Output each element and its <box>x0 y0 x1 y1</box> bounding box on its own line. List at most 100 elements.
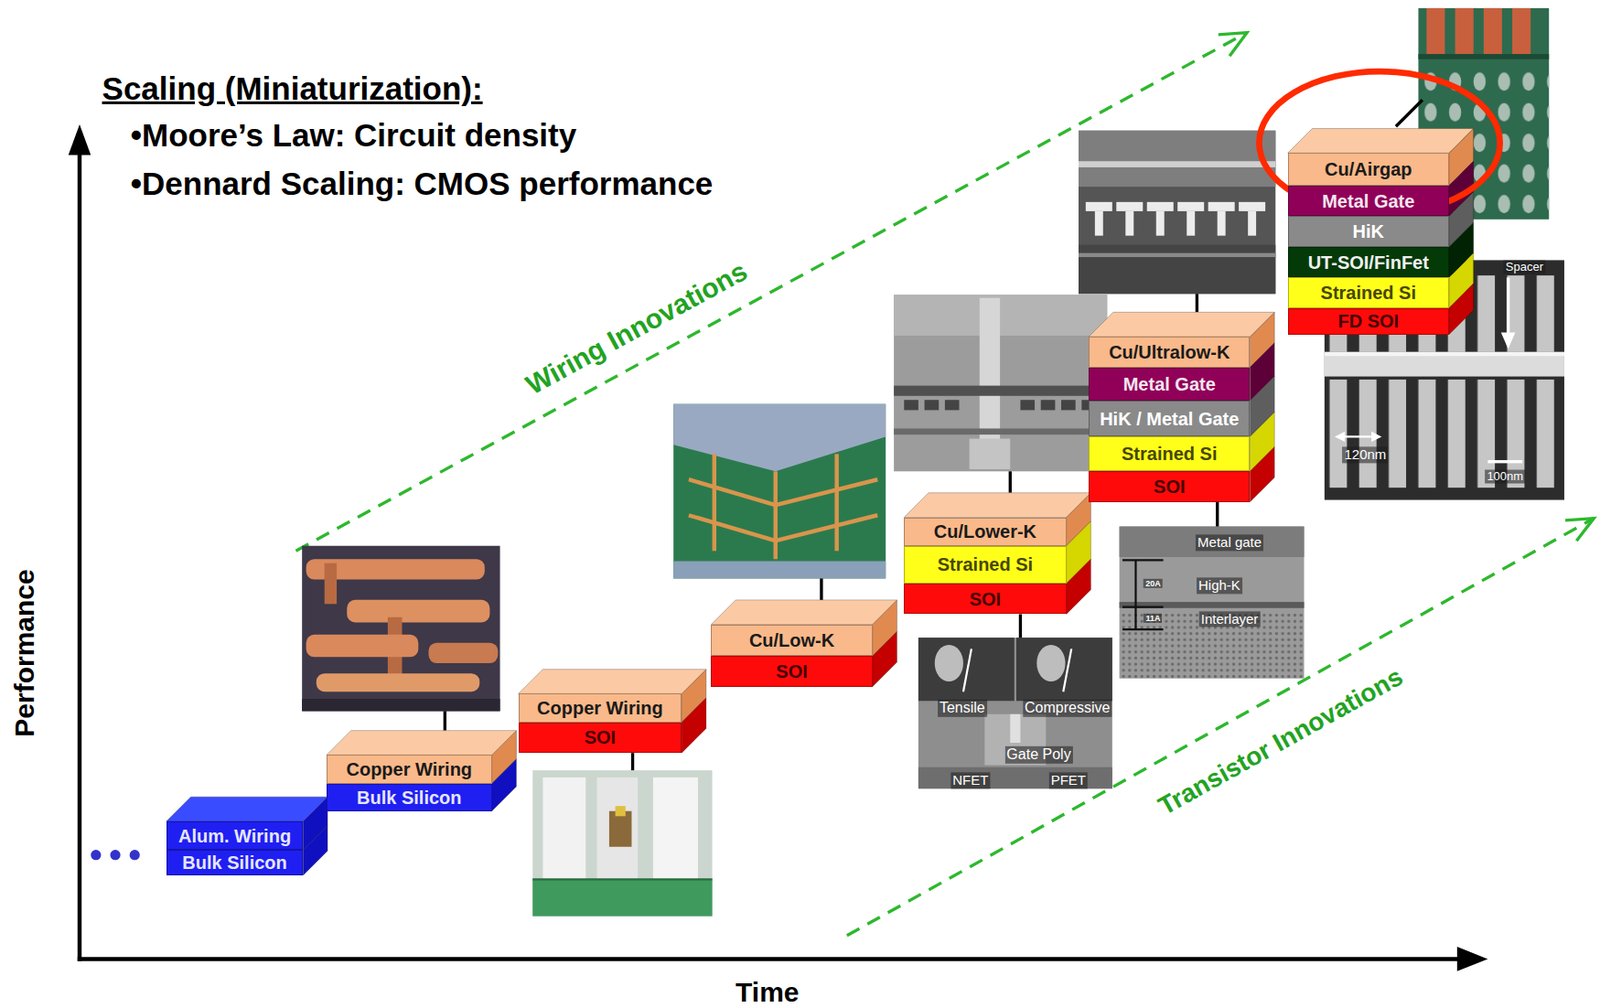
layer-label: Metal Gate <box>1321 191 1415 212</box>
top-face <box>326 730 516 756</box>
layer-box: Cu/Low-K <box>710 624 872 657</box>
strain-photo <box>1063 648 1072 692</box>
leader-line <box>819 578 823 600</box>
chip-cube-photo <box>673 404 886 473</box>
interconnect-photo <box>1085 202 1113 212</box>
layer-label: Copper Wiring <box>345 759 473 780</box>
trend-label: Transistor Innovations <box>1153 662 1408 822</box>
interconnect-photo <box>1147 202 1174 212</box>
leader-line <box>1395 99 1423 127</box>
ellipsis-dot <box>109 849 120 860</box>
layer-label: SOI <box>969 589 1001 610</box>
tem-photo <box>1122 559 1164 630</box>
tem-photo <box>1119 526 1305 679</box>
tem-photo <box>1134 559 1137 630</box>
chip-cube-photo <box>834 453 838 551</box>
diagram-title: Scaling (Miniaturization): <box>102 70 484 108</box>
top-face <box>518 669 707 695</box>
tem-photo <box>1122 606 1164 609</box>
trend-arrow <box>1565 518 1594 542</box>
photo-annotation: PFET <box>1049 773 1088 789</box>
leader-line <box>443 710 447 731</box>
interconnect-photo <box>1078 130 1276 294</box>
side-face <box>872 631 898 687</box>
wiring-photo <box>301 546 500 712</box>
chip-cube-photo <box>773 471 777 559</box>
top-face <box>166 796 328 822</box>
finfet-photo <box>1324 352 1565 356</box>
ellipsis-dot <box>129 849 140 860</box>
photo-annotation: High-K <box>1196 578 1243 594</box>
trend-arrow <box>1218 32 1247 57</box>
axis <box>1457 946 1488 972</box>
interconnect-photo <box>1078 253 1276 258</box>
finfet-photo <box>1506 277 1510 334</box>
layer-box: Metal Gate <box>1088 367 1250 402</box>
layer-box: SOI <box>710 655 872 687</box>
finfet-photo <box>1501 332 1516 350</box>
interconnect-photo <box>1078 245 1276 295</box>
chip-cube-photo <box>688 515 878 541</box>
transistor-photo <box>532 770 712 917</box>
leader-line <box>631 752 634 771</box>
interconnect-photo <box>1186 211 1195 237</box>
transistor-photo <box>542 777 586 881</box>
finfet-photo <box>1371 431 1382 442</box>
axis <box>77 956 1465 961</box>
layer-box: Copper Wiring <box>326 754 493 784</box>
sem-photo <box>893 428 1107 435</box>
wiring-photo <box>301 698 500 711</box>
tem-photo <box>1119 526 1305 558</box>
layer-label: Alum. Wiring <box>178 826 291 847</box>
axis <box>68 124 92 155</box>
strain-photo <box>934 644 964 682</box>
layer-label: Metal Gate <box>1123 374 1216 395</box>
top-face <box>903 493 1091 518</box>
sem-photo <box>969 439 1011 470</box>
finfet-photo <box>1324 379 1565 488</box>
photo-annotation: Compressive <box>1022 699 1112 717</box>
chip-cube-photo <box>688 479 878 505</box>
axis-label: Performance <box>9 569 42 737</box>
interconnect-photo <box>1217 211 1226 237</box>
chip-cube-photo <box>712 453 717 551</box>
chip-cube-photo <box>688 453 878 559</box>
layer-box: SOI <box>518 722 682 753</box>
layer-box: Copper Wiring <box>518 693 682 722</box>
airgap-photo <box>1512 8 1531 54</box>
wiring-photo <box>316 673 480 692</box>
dimension-label: 120nm <box>1342 447 1389 463</box>
tem-photo <box>1122 628 1164 631</box>
sem-photo <box>924 399 940 410</box>
transistor-photo <box>609 811 633 848</box>
side-face <box>1249 447 1275 503</box>
finfet-photo <box>1341 435 1376 438</box>
sem-photo <box>893 294 1107 472</box>
tem-photo <box>1119 526 1305 679</box>
tem-photo <box>1122 558 1164 561</box>
sem-photo <box>893 294 1107 472</box>
interconnect-photo <box>1116 202 1143 212</box>
side-face <box>1449 283 1474 335</box>
interconnect-photo <box>1085 202 1266 237</box>
axis <box>68 124 1489 972</box>
leader-line <box>1215 502 1219 527</box>
transistor-photo <box>532 878 712 881</box>
interconnect-photo <box>1177 202 1204 212</box>
interconnect-photo <box>1208 202 1235 212</box>
interconnect-photo <box>1247 211 1257 237</box>
trend-arrow <box>847 518 1594 936</box>
airgap-photo <box>1455 8 1474 54</box>
airgap-photo <box>1417 53 1549 60</box>
layer-box: Strained Si <box>903 546 1066 584</box>
leader-line <box>1019 613 1022 638</box>
transistor-photo <box>615 805 626 817</box>
layer-box: Strained Si <box>1288 277 1450 308</box>
strain-photo <box>1036 644 1065 682</box>
layer-label: SOI <box>775 661 807 682</box>
bullet-point: •Moore’s Law: Circuit density <box>130 117 577 154</box>
leader-line <box>1195 293 1199 312</box>
layer-box: Strained Si <box>1088 436 1250 472</box>
wiring-photo <box>346 600 490 623</box>
side-face <box>492 759 517 812</box>
